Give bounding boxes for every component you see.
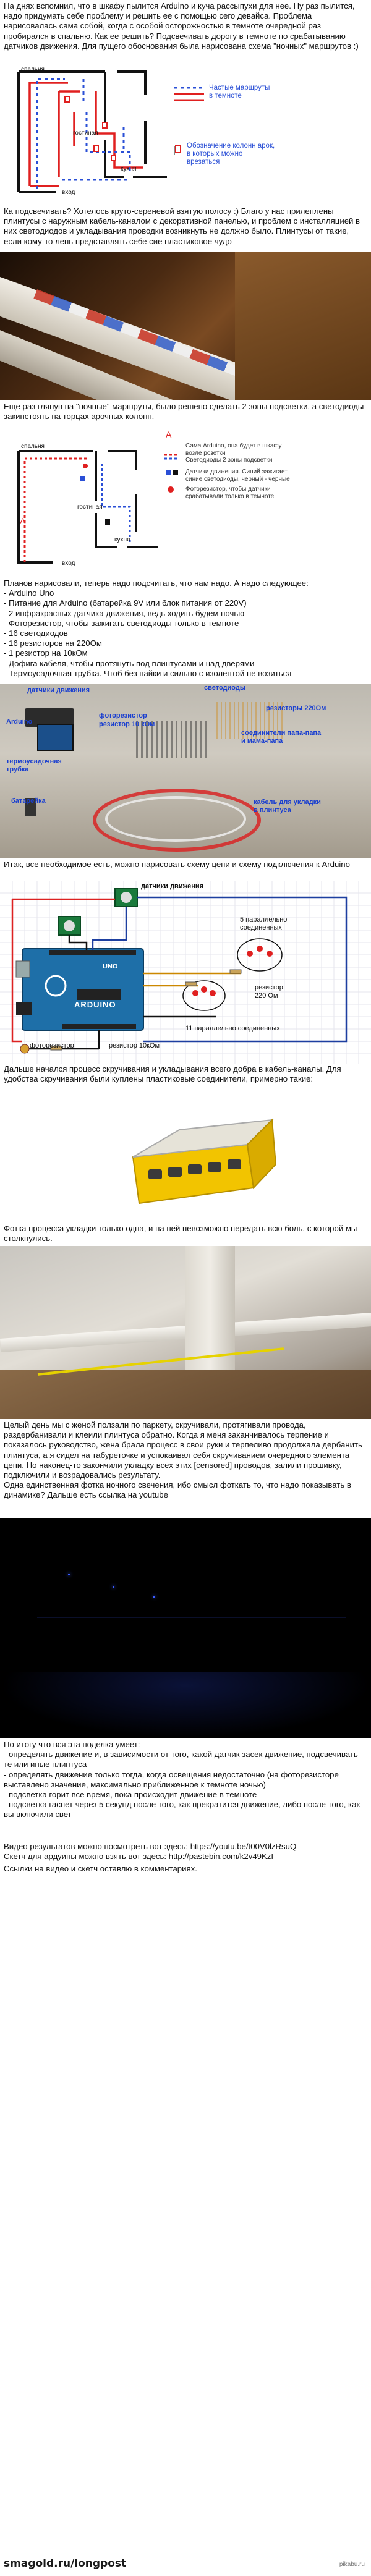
parts-label-resistors: резисторы 220Ом: [266, 705, 326, 712]
night-glow-photo: [0, 1518, 371, 1738]
parts-label-connectors: соединители папа-папа и мама-папа: [241, 729, 322, 745]
connectors-text: Дальше начался процесс скручивания и укл…: [4, 1064, 344, 1084]
parts-label-leds: светодиоды: [204, 684, 246, 692]
room-label-living: гостиная: [73, 130, 98, 137]
room-label-kitchen: кухня: [121, 166, 137, 172]
svg-text:A: A: [166, 430, 172, 439]
scheme2-legend-arduino: Сама Arduino, она будет в шкафу возле ро…: [186, 443, 282, 457]
video-text: Видео результатов можно посмотреть вот з…: [4, 1842, 297, 1862]
night-routes-scheme: [17, 70, 204, 193]
caption-text: Ссылки на видео и скетч оставлю в коммен…: [4, 1864, 197, 1873]
scheme2-legend-sensors: Датчики движения. Синий зажигает синие с…: [186, 468, 290, 483]
parts-label-motion: датчики движения: [27, 687, 90, 694]
footer-watermark: pikabu.ru: [339, 2561, 365, 2568]
circuit-label-parallel11: 11 параллельно соединенных: [186, 1025, 280, 1032]
arduino-marker: A: [20, 516, 26, 526]
room-label-bedroom: спальня: [21, 66, 45, 73]
parts-label-battery: батарейка: [11, 797, 46, 805]
zones-text: Еще раз глянув на "ночные" маршруты, был…: [4, 402, 367, 422]
parts-label-arduino: Arduino: [6, 718, 33, 726]
footer-site[interactable]: smagold.ru/longpost: [4, 2557, 127, 2570]
intro-text: На днях вспомнил, что в шкафу пылится Ar…: [4, 1, 359, 51]
scheme2-legend-leds: Светодиоды 2 зоны подсветки: [186, 457, 273, 464]
zones-scheme: A A: [17, 430, 179, 564]
skirting-text: Ка подсвечивать? Хотелось круто-серенево…: [4, 206, 362, 246]
installation-photo: [0, 1246, 371, 1419]
circuit-label-resistor220: резистор 220 Ом: [255, 984, 283, 999]
scheme2-room-kitchen: кухня: [114, 536, 130, 543]
skirting-board-photo: [0, 252, 371, 400]
legend-columns-label: Обозначение колонн арок, в которых можно…: [187, 142, 275, 166]
parts-list-text: Планов нарисовали, теперь надо подсчитат…: [4, 578, 309, 678]
circuit-label-arduino: ARDUINO: [74, 1000, 116, 1009]
scheme2-legend-photoresistor: Фоторезистор, чтобы датчики срабатывали …: [186, 486, 275, 500]
parts-label-resistor10k: резистор 10 кОм: [99, 721, 155, 728]
scheme2-room-entrance: вход: [62, 560, 75, 567]
red-route: [28, 82, 143, 187]
circuit-label-motion: датчики движения: [141, 883, 204, 890]
blue-route: [36, 78, 131, 189]
wago-connector-image: [132, 1118, 277, 1205]
photos-text: Фотка процесса укладки только одна, и на…: [4, 1224, 360, 1244]
legend-paths-label: Частые маршруты в темноте: [209, 84, 270, 100]
circuit-label-photoresistor: фоторезистор: [30, 1042, 74, 1049]
scheme2-room-bedroom: спальня: [21, 443, 45, 450]
scheme-intro-text: Итак, все необходимое есть, можно нарисо…: [4, 860, 350, 869]
circuit-label-resistor10k: резистор 10кОм: [109, 1042, 160, 1049]
footer: smagold.ru/longpost pikabu.ru: [0, 2553, 371, 2576]
column-markers: [64, 96, 116, 161]
parts-photo: [0, 684, 371, 858]
parts-label-cable: кабель для укладки в плинтуса: [254, 799, 321, 814]
day-text: Целый день мы с женой ползали по паркету…: [4, 1420, 362, 1500]
scheme2-room-living: гостиная: [77, 504, 103, 511]
arduino-circuit-diagram: [0, 881, 371, 1064]
room-label-entrance: вход: [62, 189, 75, 196]
final-text: По итогу что вся эта поделка умеет: - оп…: [4, 1740, 360, 1820]
parts-label-photoresistor: фоторезистор: [99, 712, 147, 719]
circuit-label-uno: UNO: [103, 963, 118, 970]
legend-graphics: [174, 87, 204, 155]
parts-label-heatshrink: термоусадочная трубка: [6, 758, 62, 773]
circuit-label-parallel5: 5 параллельно соединенных: [240, 916, 288, 931]
